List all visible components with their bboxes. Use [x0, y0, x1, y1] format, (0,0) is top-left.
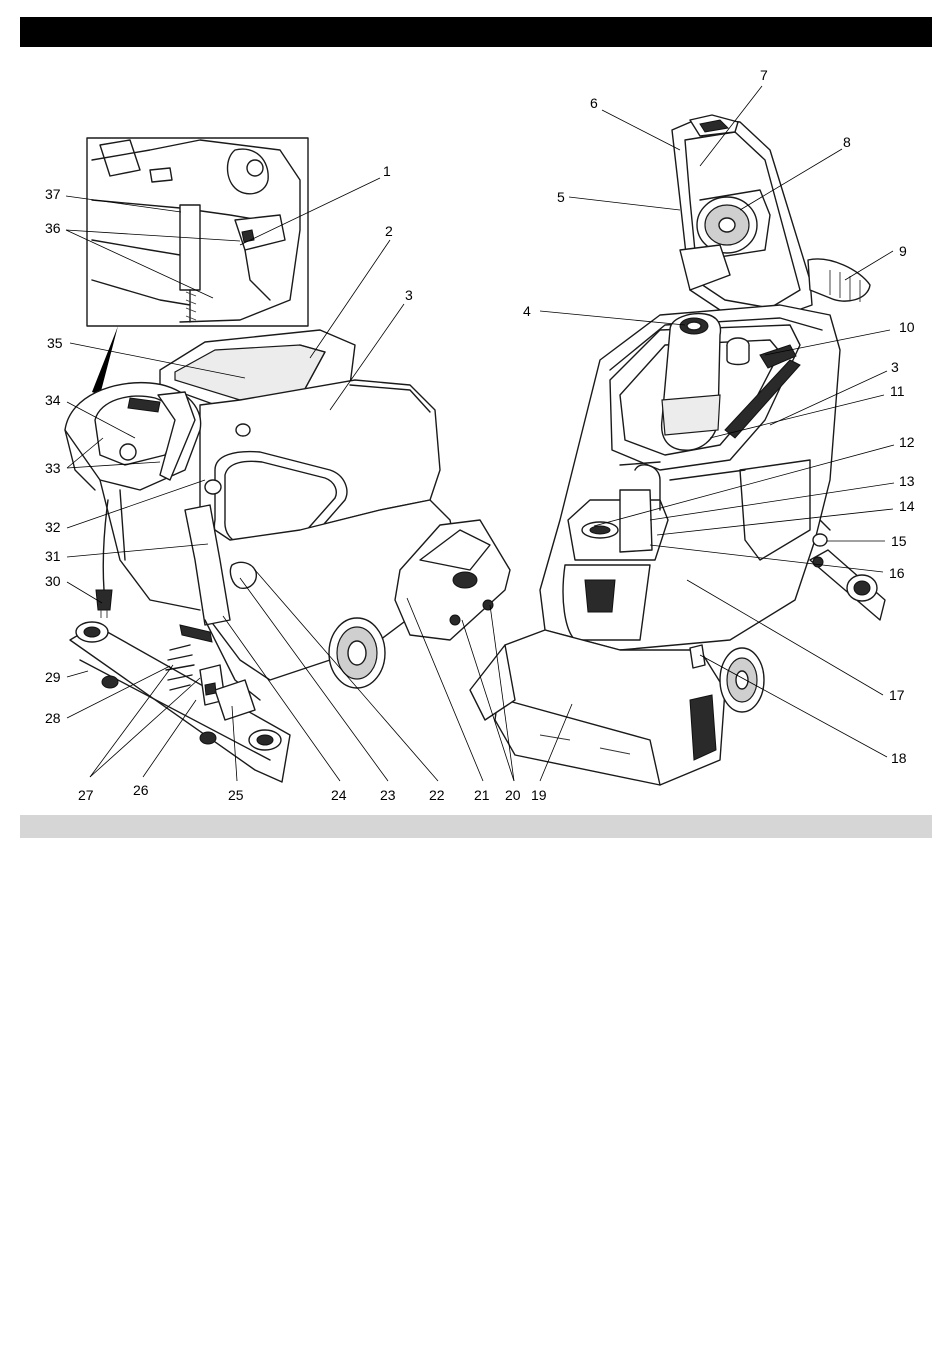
- section-bar: [20, 815, 932, 838]
- callout-5: 5: [557, 189, 565, 205]
- callout-15: 15: [891, 533, 907, 549]
- callout-3-right: 3: [891, 359, 899, 375]
- callout-4: 4: [523, 303, 531, 319]
- right-handle: [808, 259, 870, 301]
- callout-31: 31: [45, 548, 61, 564]
- callout-23: 23: [380, 787, 396, 803]
- detergent-bottle: [620, 490, 652, 552]
- plug: [96, 590, 112, 610]
- callout-26: 26: [133, 782, 149, 798]
- callout-22: 22: [429, 787, 445, 803]
- callout-1: 1: [383, 163, 391, 179]
- callout-36: 36: [45, 220, 61, 236]
- callout-9: 9: [899, 243, 907, 259]
- callout-33: 33: [45, 460, 61, 476]
- callout-37: 37: [45, 186, 61, 202]
- callout-18: 18: [891, 750, 907, 766]
- callout-19: 19: [531, 787, 547, 803]
- callout-34: 34: [45, 392, 61, 408]
- callout-21: 21: [474, 787, 490, 803]
- callout-20: 20: [505, 787, 521, 803]
- callout-7: 7: [760, 67, 768, 83]
- callout-24: 24: [331, 787, 347, 803]
- right-machine-drawing: [470, 115, 885, 785]
- callout-27: 27: [78, 787, 94, 803]
- callout-12: 12: [899, 434, 915, 450]
- callout-16: 16: [889, 565, 905, 581]
- callout-11: 11: [890, 383, 905, 399]
- callout-28: 28: [45, 710, 61, 726]
- inset-pointer: [92, 326, 118, 395]
- callout-13: 13: [899, 473, 915, 489]
- callout-32: 32: [45, 519, 61, 535]
- callout-10: 10: [899, 319, 915, 335]
- callout-29: 29: [45, 669, 61, 685]
- callout-14: 14: [899, 498, 915, 514]
- callout-17: 17: [889, 687, 905, 703]
- callout-35: 35: [47, 335, 63, 351]
- machine-illustration: 1 2 3 35 34 33 32 31 30 29 28 27 26 25 2…: [0, 0, 950, 815]
- callout-2: 2: [385, 223, 393, 239]
- callout-3-left: 3: [405, 287, 413, 303]
- callout-30: 30: [45, 573, 61, 589]
- callout-25: 25: [228, 787, 244, 803]
- callout-8: 8: [843, 134, 851, 150]
- callout-6: 6: [590, 95, 598, 111]
